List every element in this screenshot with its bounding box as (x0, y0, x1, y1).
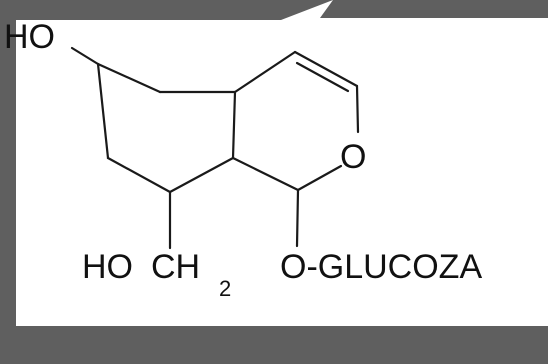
bond-c3-c2-double (295, 61, 350, 93)
methylene-subscript: 2 (219, 276, 231, 301)
hydroxyl-bottom-label: HO (82, 248, 133, 286)
glucoside-label: O-GLUCOZA (280, 248, 482, 286)
bond-c9-c5a (231, 90, 237, 160)
bond-c3-c2 (293, 50, 359, 88)
bond-c6-oh (70, 46, 100, 66)
ring-oxygen-label: O (340, 138, 366, 176)
paper-top-shadow (320, 0, 548, 18)
hydroxyl-top-label: HO (4, 18, 55, 56)
methylene-label: CH (151, 248, 200, 286)
bond-c6-c7 (96, 62, 110, 160)
bond-o-c1 (296, 164, 343, 192)
bond-c6-c5 (96, 62, 162, 94)
paper-white (16, 0, 548, 326)
bond-c1-o (295, 188, 300, 248)
bond-c1-c9 (231, 156, 300, 192)
bond-c8-c9 (168, 156, 235, 194)
bond-c4-c3 (233, 50, 297, 94)
bond-c7-c8 (106, 156, 172, 194)
bond-c2-o (355, 84, 360, 134)
